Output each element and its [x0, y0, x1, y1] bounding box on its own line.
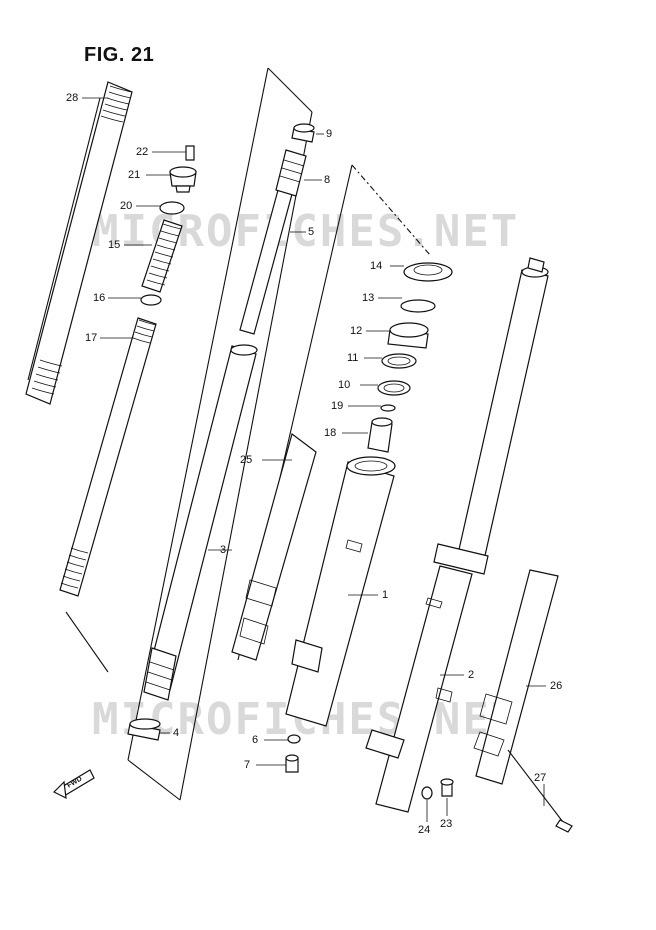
callout-24: 24	[418, 824, 431, 836]
callout-11: 11	[347, 352, 359, 364]
part-10-guide-metal	[377, 380, 411, 396]
callout-17: 17	[85, 332, 98, 344]
part-13-stopper-ring	[400, 299, 436, 313]
part-9-ring	[291, 123, 315, 143]
part-7-bolt	[285, 754, 299, 773]
callout-23: 23	[440, 818, 453, 830]
part-20-o-ring	[159, 201, 185, 215]
callout-2: 2	[468, 669, 475, 681]
part-14-dust-seal	[403, 262, 453, 282]
part-22-adjuster-screw	[185, 145, 195, 161]
callout-5: 5	[308, 226, 315, 238]
part-15-spring	[141, 219, 183, 293]
callout-1: 1	[382, 589, 389, 601]
part-26-protector-right	[473, 569, 559, 785]
part-2-outer-tube-right	[365, 257, 549, 813]
callout-20: 20	[120, 200, 133, 212]
callout-12: 12	[350, 325, 363, 337]
callout-8: 8	[324, 174, 331, 186]
part-4-bushing	[127, 718, 161, 741]
callout-13: 13	[362, 292, 375, 304]
callout-26: 26	[550, 680, 563, 692]
callout-28: 28	[66, 92, 79, 104]
part-28-spring-tube	[25, 81, 133, 405]
callout-4: 4	[173, 727, 180, 739]
callout-7: 7	[244, 759, 251, 771]
part-19-o-ring	[380, 404, 396, 412]
callout-16: 16	[93, 292, 106, 304]
leader-lines	[82, 97, 546, 822]
part-12-oil-seal	[387, 322, 429, 349]
callout-21: 21	[128, 169, 141, 181]
callout-22: 22	[136, 146, 149, 158]
part-18-slide-metal	[367, 417, 393, 453]
part-27-cable-tie	[507, 749, 573, 833]
callout-27: 27	[534, 772, 547, 784]
part-23-bolt	[440, 778, 454, 797]
callout-25: 25	[240, 454, 253, 466]
callout-19: 19	[331, 400, 344, 412]
part-11-retainer	[381, 353, 417, 369]
callout-15: 15	[108, 239, 121, 251]
part-3-inner-tube	[143, 344, 258, 701]
callout-18: 18	[324, 427, 337, 439]
part-25-protector-left	[231, 432, 317, 661]
part-17-spring-tube	[59, 317, 157, 597]
callout-14: 14	[370, 260, 383, 272]
part-1-outer-tube	[285, 456, 396, 727]
fwd-arrow-icon	[52, 769, 95, 800]
part-5-damper-rod	[239, 149, 307, 335]
figure-title: FIG. 21	[84, 44, 155, 66]
callout-10: 10	[338, 379, 351, 391]
callout-6: 6	[252, 734, 259, 746]
part-6-washer	[287, 734, 301, 744]
group-bracket-center	[127, 67, 313, 801]
callout-9: 9	[326, 128, 333, 140]
part-16-washer	[140, 294, 162, 306]
group-bracket-left	[27, 97, 109, 673]
part-24-washer	[421, 786, 433, 800]
part-21-cap-bolt	[169, 166, 197, 193]
callout-3: 3	[220, 544, 227, 556]
